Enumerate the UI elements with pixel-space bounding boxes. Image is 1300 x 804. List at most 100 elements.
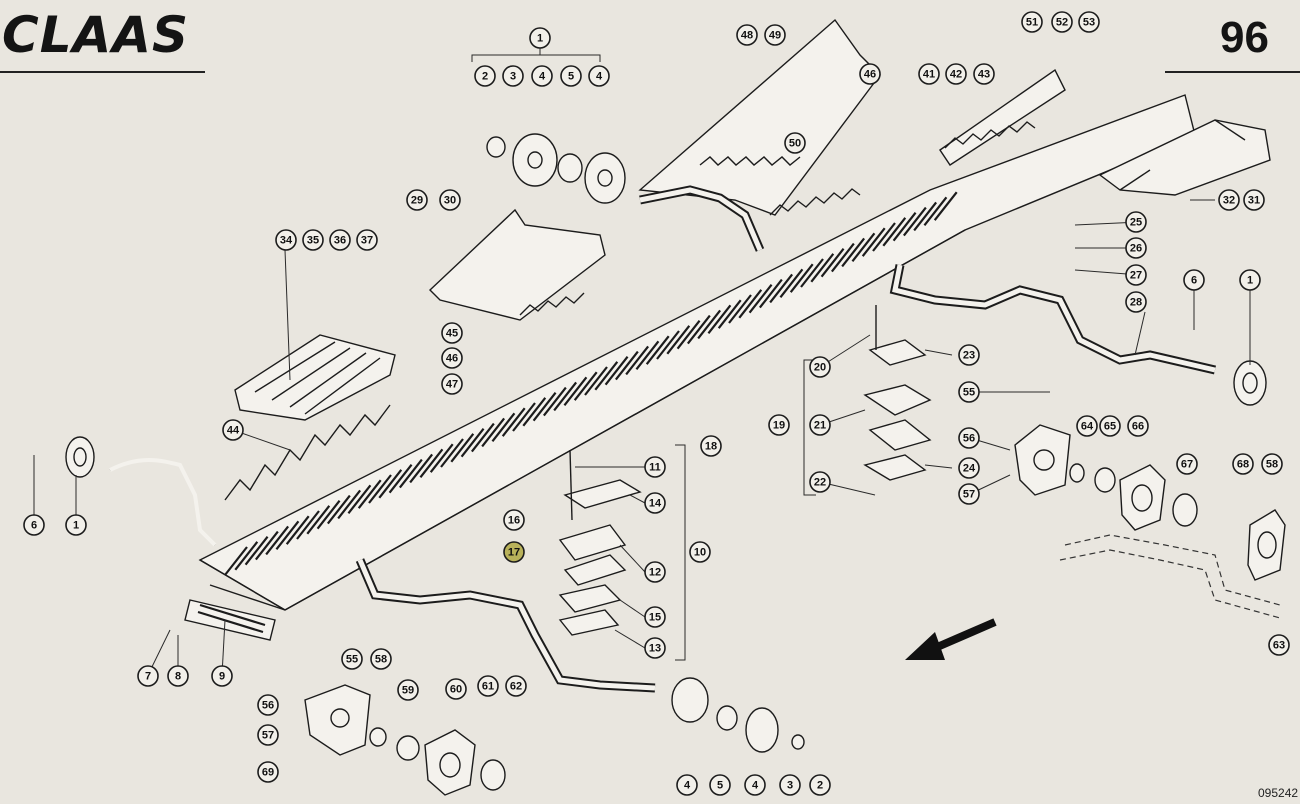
grate-bar — [326, 494, 351, 525]
grate-bar — [285, 515, 310, 545]
callout-32: 32 — [1218, 189, 1240, 211]
grate-bar — [913, 201, 938, 232]
callout-19: 19 — [768, 414, 790, 436]
svg-text:32: 32 — [1223, 195, 1235, 207]
bearing-flange-left — [65, 436, 95, 478]
grate-bar — [368, 474, 392, 504]
svg-text:57: 57 — [262, 730, 274, 742]
svg-text:4: 4 — [539, 71, 546, 83]
callout-15: 15 — [644, 606, 666, 628]
svg-text:36: 36 — [334, 235, 346, 247]
direction-arrow — [905, 618, 997, 660]
grate-bar — [378, 469, 403, 499]
callout-7: 7 — [137, 665, 159, 687]
drive-shaft-bottom — [355, 558, 656, 693]
svg-text:1: 1 — [537, 33, 543, 45]
svg-text:65: 65 — [1104, 421, 1116, 433]
svg-text:35: 35 — [307, 235, 319, 247]
callout-34: 34 — [275, 229, 297, 251]
svg-text:16: 16 — [508, 515, 520, 527]
svg-text:26: 26 — [1130, 243, 1142, 255]
grate-bar — [758, 278, 783, 309]
grate-bar — [614, 350, 639, 381]
grate-bar — [810, 253, 835, 283]
grate-bar — [594, 361, 619, 391]
grate-bar — [563, 376, 588, 406]
bracket-stack-center — [558, 449, 642, 636]
svg-text:48: 48 — [741, 30, 753, 42]
callout-6: 6 — [23, 514, 45, 536]
svg-text:46: 46 — [446, 353, 458, 365]
callout-48: 48 — [736, 24, 758, 46]
callout-58: 58 — [370, 648, 392, 670]
grate-bar — [820, 248, 845, 278]
callout-44: 44 — [222, 419, 244, 441]
grate-bar — [604, 356, 629, 386]
svg-text:1: 1 — [1247, 275, 1253, 287]
svg-text:4: 4 — [596, 71, 603, 83]
callout-1: 1 — [529, 27, 551, 49]
callout-3: 3 — [779, 774, 801, 796]
grate-bar — [933, 191, 958, 221]
grate-bar — [728, 294, 752, 324]
callout-63: 63 — [1268, 634, 1290, 656]
callout-61: 61 — [477, 675, 499, 697]
svg-text:2: 2 — [482, 71, 488, 83]
grate-bar — [224, 546, 248, 576]
svg-text:4: 4 — [752, 780, 759, 792]
grate-bar — [789, 263, 814, 293]
svg-text:56: 56 — [262, 700, 274, 712]
bearing-flange-right — [1233, 360, 1267, 406]
callout-5: 5 — [560, 65, 582, 87]
grate-bar — [830, 242, 855, 273]
callout-55: 55 — [341, 648, 363, 670]
grate-bar — [872, 222, 896, 252]
grate-hatching — [224, 191, 958, 576]
grate-bar — [440, 438, 464, 468]
svg-text:9: 9 — [219, 671, 225, 683]
callout-1: 1 — [1239, 269, 1261, 291]
callout-58: 58 — [1261, 453, 1283, 475]
svg-text:13: 13 — [649, 643, 661, 655]
callout-51: 51 — [1021, 11, 1043, 33]
svg-text:61: 61 — [482, 681, 494, 693]
callout-13: 13 — [644, 637, 666, 659]
page-number: 96 — [1220, 13, 1269, 62]
svg-text:59: 59 — [402, 685, 414, 697]
grate-bar — [316, 500, 341, 530]
grate-bar — [686, 314, 711, 345]
grate-bar — [254, 530, 279, 561]
svg-text:31: 31 — [1248, 195, 1260, 207]
drive-shaft-top — [639, 185, 765, 252]
svg-text:55: 55 — [963, 387, 975, 399]
svg-text:2: 2 — [817, 780, 823, 792]
callout-2: 2 — [809, 774, 831, 796]
svg-text:66: 66 — [1132, 421, 1144, 433]
svg-text:34: 34 — [280, 235, 293, 247]
svg-text:17: 17 — [508, 547, 520, 559]
grate-bar — [532, 392, 557, 422]
callout-43: 43 — [973, 63, 995, 85]
svg-text:68: 68 — [1237, 459, 1249, 471]
callout-46: 46 — [441, 347, 463, 369]
callout-20: 20 — [809, 356, 831, 378]
drive-shaft-ghost — [1059, 534, 1281, 619]
callout-69: 69 — [257, 761, 279, 783]
svg-text:14: 14 — [649, 498, 662, 510]
grate-bar — [306, 505, 331, 535]
svg-text:25: 25 — [1130, 217, 1142, 229]
chain-strip — [184, 599, 276, 641]
svg-text:6: 6 — [1191, 275, 1197, 287]
callout-42: 42 — [945, 63, 967, 85]
svg-text:43: 43 — [978, 69, 990, 81]
callout-4: 4 — [744, 774, 766, 796]
callout-53: 53 — [1078, 11, 1100, 33]
conveyor-assembly — [198, 94, 1196, 611]
callout-24: 24 — [958, 457, 980, 479]
svg-text:15: 15 — [649, 612, 661, 624]
grate-bar — [645, 335, 670, 365]
svg-text:50: 50 — [789, 138, 801, 150]
callout-22: 22 — [809, 471, 831, 493]
svg-text:6: 6 — [31, 520, 37, 532]
grate-bar — [409, 453, 434, 484]
